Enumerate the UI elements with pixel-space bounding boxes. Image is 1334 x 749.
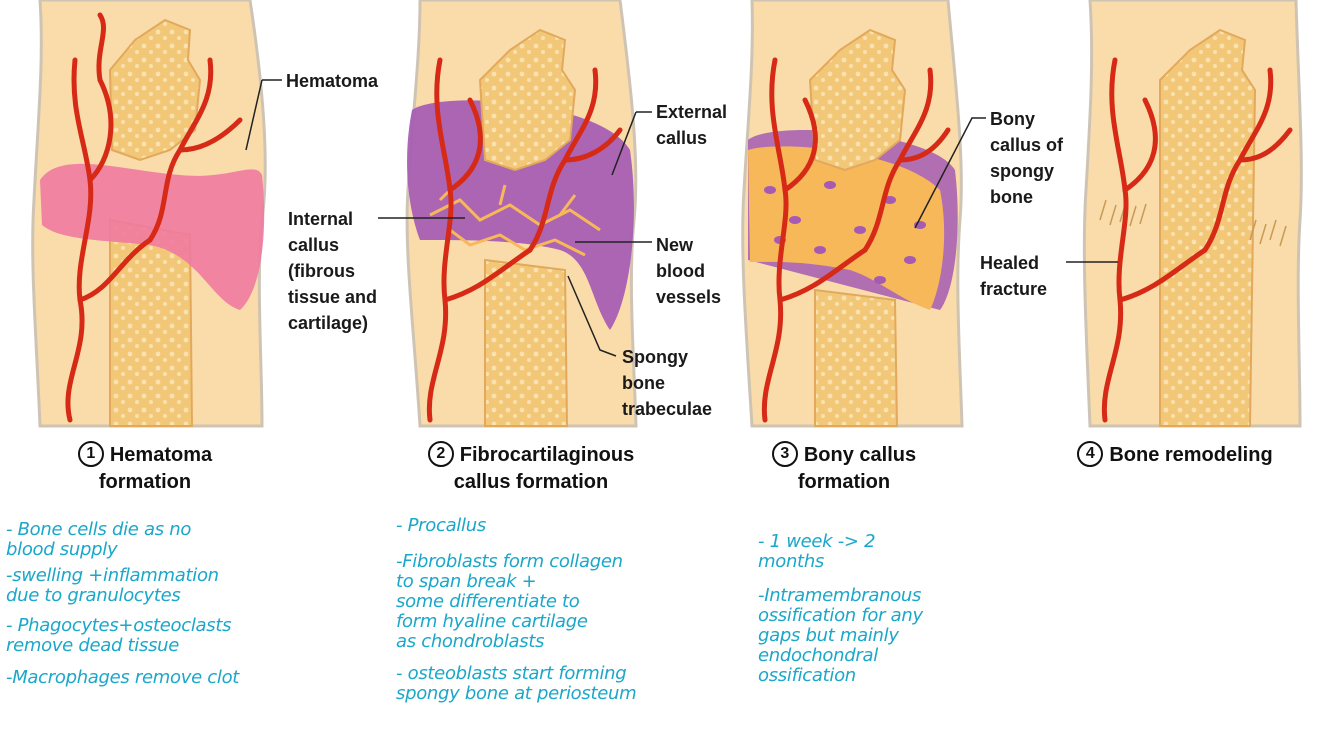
bony-callus <box>748 146 945 310</box>
blood-vessels <box>426 57 623 423</box>
notes-stage-1: - Bone cells die as no blood supply -swe… <box>6 519 240 688</box>
leader-bony-callus <box>914 117 986 229</box>
panel-hematoma <box>31 0 282 428</box>
notes-stage-3: - 1 week -> 2 months -Intramembranous os… <box>758 531 923 686</box>
blood-vessels <box>1101 57 1293 423</box>
label-new-blood-vessels: New blood vessels <box>656 235 722 307</box>
label-hematoma: Hematoma <box>286 71 379 91</box>
bone-upper-fragment <box>478 28 577 172</box>
label-internal-callus: Internal callus (fibrous tissue and cart… <box>288 209 378 333</box>
spongy-bone-trabeculae <box>429 183 601 257</box>
bone-upper-fragment <box>808 28 907 172</box>
notes-stage-2: - Procallus -Fibroblasts form collagen t… <box>396 515 637 704</box>
healed-fracture-marks <box>1099 199 1287 247</box>
leader-spongy-bone <box>567 275 617 357</box>
spongy-bone-spaces <box>764 181 926 284</box>
blood-vessels <box>761 57 951 423</box>
panel-bony-callus <box>741 0 986 428</box>
bone-lower-fragment <box>814 288 899 427</box>
label-bony-callus: Bony callus of spongy bone <box>990 109 1064 207</box>
label-healed-fracture: Healed fracture <box>980 253 1048 299</box>
label-spongy-bone-trabeculae: Spongy bone trabeculae <box>622 347 713 419</box>
panel-fibrocartilaginous <box>378 0 652 428</box>
bone-lower-fragment <box>484 258 569 427</box>
leader-hematoma <box>245 79 263 151</box>
blood-vessels <box>65 12 243 423</box>
fracture-repair-illustration <box>31 0 1303 428</box>
panel-bone-remodeling <box>1066 0 1303 428</box>
bone-remodeled <box>1159 28 1257 427</box>
label-external-callus: External callus <box>656 102 728 148</box>
bone-upper-fragment <box>108 18 202 162</box>
leader-external-callus <box>611 111 637 176</box>
